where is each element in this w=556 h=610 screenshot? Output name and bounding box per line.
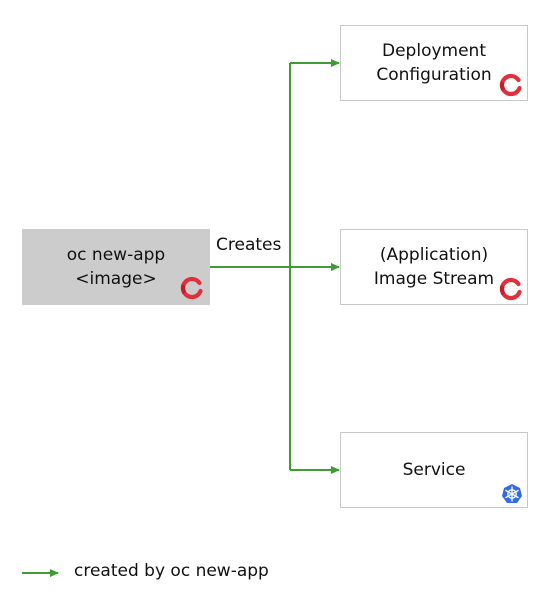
- source-node-oc-new-app: oc new-app <image>: [22, 229, 210, 305]
- legend-label: created by oc new-app: [74, 561, 269, 581]
- target-node-image-stream: (Application) Image Stream: [340, 229, 528, 305]
- target-node-line1: Deployment: [382, 41, 486, 61]
- kubernetes-icon: [502, 484, 522, 503]
- target-node-line1: (Application): [379, 245, 489, 265]
- target-node-deployment-configuration: Deployment Configuration: [340, 25, 528, 101]
- target-node-line2: Image Stream: [373, 269, 495, 289]
- target-node-service: Service: [340, 432, 528, 508]
- edge-label-creates: Creates: [216, 235, 282, 255]
- openshift-icon: [499, 73, 522, 97]
- openshift-icon: [180, 276, 203, 300]
- source-node-line2: <image>: [75, 269, 157, 289]
- source-node-line1: oc new-app: [66, 245, 166, 265]
- openshift-icon: [499, 277, 522, 301]
- target-node-line1: Service: [402, 460, 466, 480]
- target-node-line2: Configuration: [376, 65, 492, 85]
